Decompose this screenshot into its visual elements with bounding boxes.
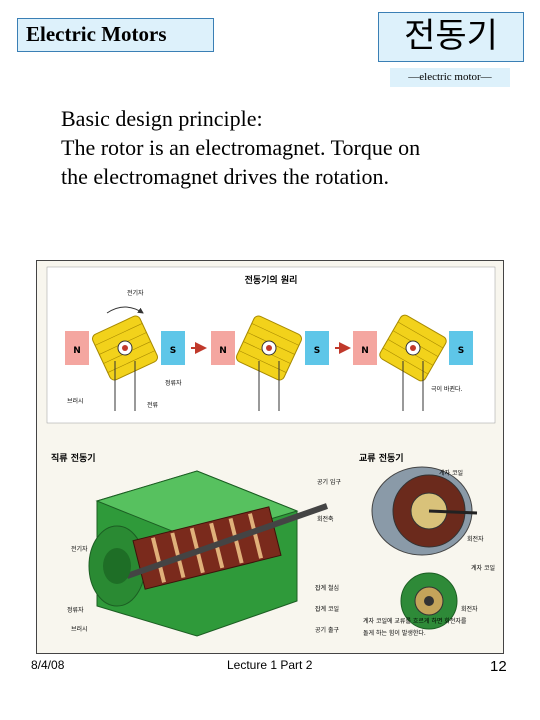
ac-labels: 계자 코일 회전자 계자 코일 회전자 계자 코일에 교류를 흐르게 하면 회전… [363, 469, 495, 637]
footer-lecture: Lecture 1 Part 2 [227, 658, 313, 672]
ac-motor-illustration [371, 466, 478, 630]
dc-label: 공기 입구 [317, 478, 341, 486]
dc-label: 브러시 [71, 625, 88, 633]
subtitle: ―electric motor― [390, 68, 510, 87]
ac-label: 계자 코일 [439, 469, 463, 477]
pole-change-label: 극이 바뀐다. [431, 385, 463, 393]
body-line: the electromagnet drives the rotation. [61, 164, 390, 189]
principle-title: 전동기의 원리 [245, 274, 298, 286]
dc-label: 잡계 철심 [315, 584, 339, 592]
ac-label: 계자 코일 [471, 564, 495, 572]
north-pole [65, 331, 89, 365]
north-label: N [73, 346, 81, 356]
dc-labels: 공기 입구 회전축 전기자 정류자 브러시 잡계 철심 잡계 코일 공기 출구 [67, 478, 341, 634]
page-number: 12 [490, 658, 507, 675]
dc-label: 공기 출구 [315, 626, 339, 634]
motor-stage-3: N S 극이 바뀐다. [353, 314, 473, 411]
body-text: Basic design principle: The rotor is an … [61, 104, 521, 191]
ac-label: 회전자 [467, 535, 484, 543]
south-pole [161, 331, 185, 365]
ac-motor-title: 교류 전동기 [359, 452, 404, 464]
svg-text:S: S [314, 346, 320, 356]
dc-label: 전기자 [71, 545, 88, 553]
slide-title: Electric Motors [17, 18, 214, 52]
commutator-label: 정류자 [165, 379, 182, 387]
current-label: 전류 [147, 401, 159, 409]
motor-figure: 전동기의 원리 N S 전기자 브러시 전류 정류자 [36, 260, 504, 654]
shaft [126, 503, 328, 579]
body-line: The rotor is an electromagnet. Torque on [61, 135, 421, 160]
ac-caption: 계자 코일에 교류를 흐르게 하면 회전자를 [363, 617, 467, 625]
motor-stage-1: N S 전기자 브러시 전류 정류자 [65, 289, 185, 411]
svg-text:N: N [219, 346, 227, 356]
korean-title: 전동기 [378, 12, 524, 62]
footer-date: 8/4/08 [31, 658, 65, 672]
ac-caption: 돌게 하는 힘이 발생한다. [363, 629, 426, 637]
ac-label: 회전자 [461, 605, 478, 613]
dc-motor-illustration [88, 470, 328, 637]
dc-label: 잡계 코일 [315, 605, 339, 613]
south-label: S [170, 346, 176, 356]
body-line: Basic design principle: [61, 106, 263, 131]
dc-motor-title: 직류 전동기 [51, 452, 96, 464]
electromagnet-label: 전기자 [127, 289, 144, 297]
svg-text:S: S [458, 346, 464, 356]
motor-illustration: 전동기의 원리 N S 전기자 브러시 전류 정류자 [46, 266, 496, 637]
svg-text:N: N [361, 346, 369, 356]
motor-stage-2: N S [211, 315, 329, 411]
dc-label: 회전축 [317, 515, 334, 523]
brush-label: 브러시 [67, 397, 84, 405]
dc-label: 정류자 [67, 606, 84, 614]
